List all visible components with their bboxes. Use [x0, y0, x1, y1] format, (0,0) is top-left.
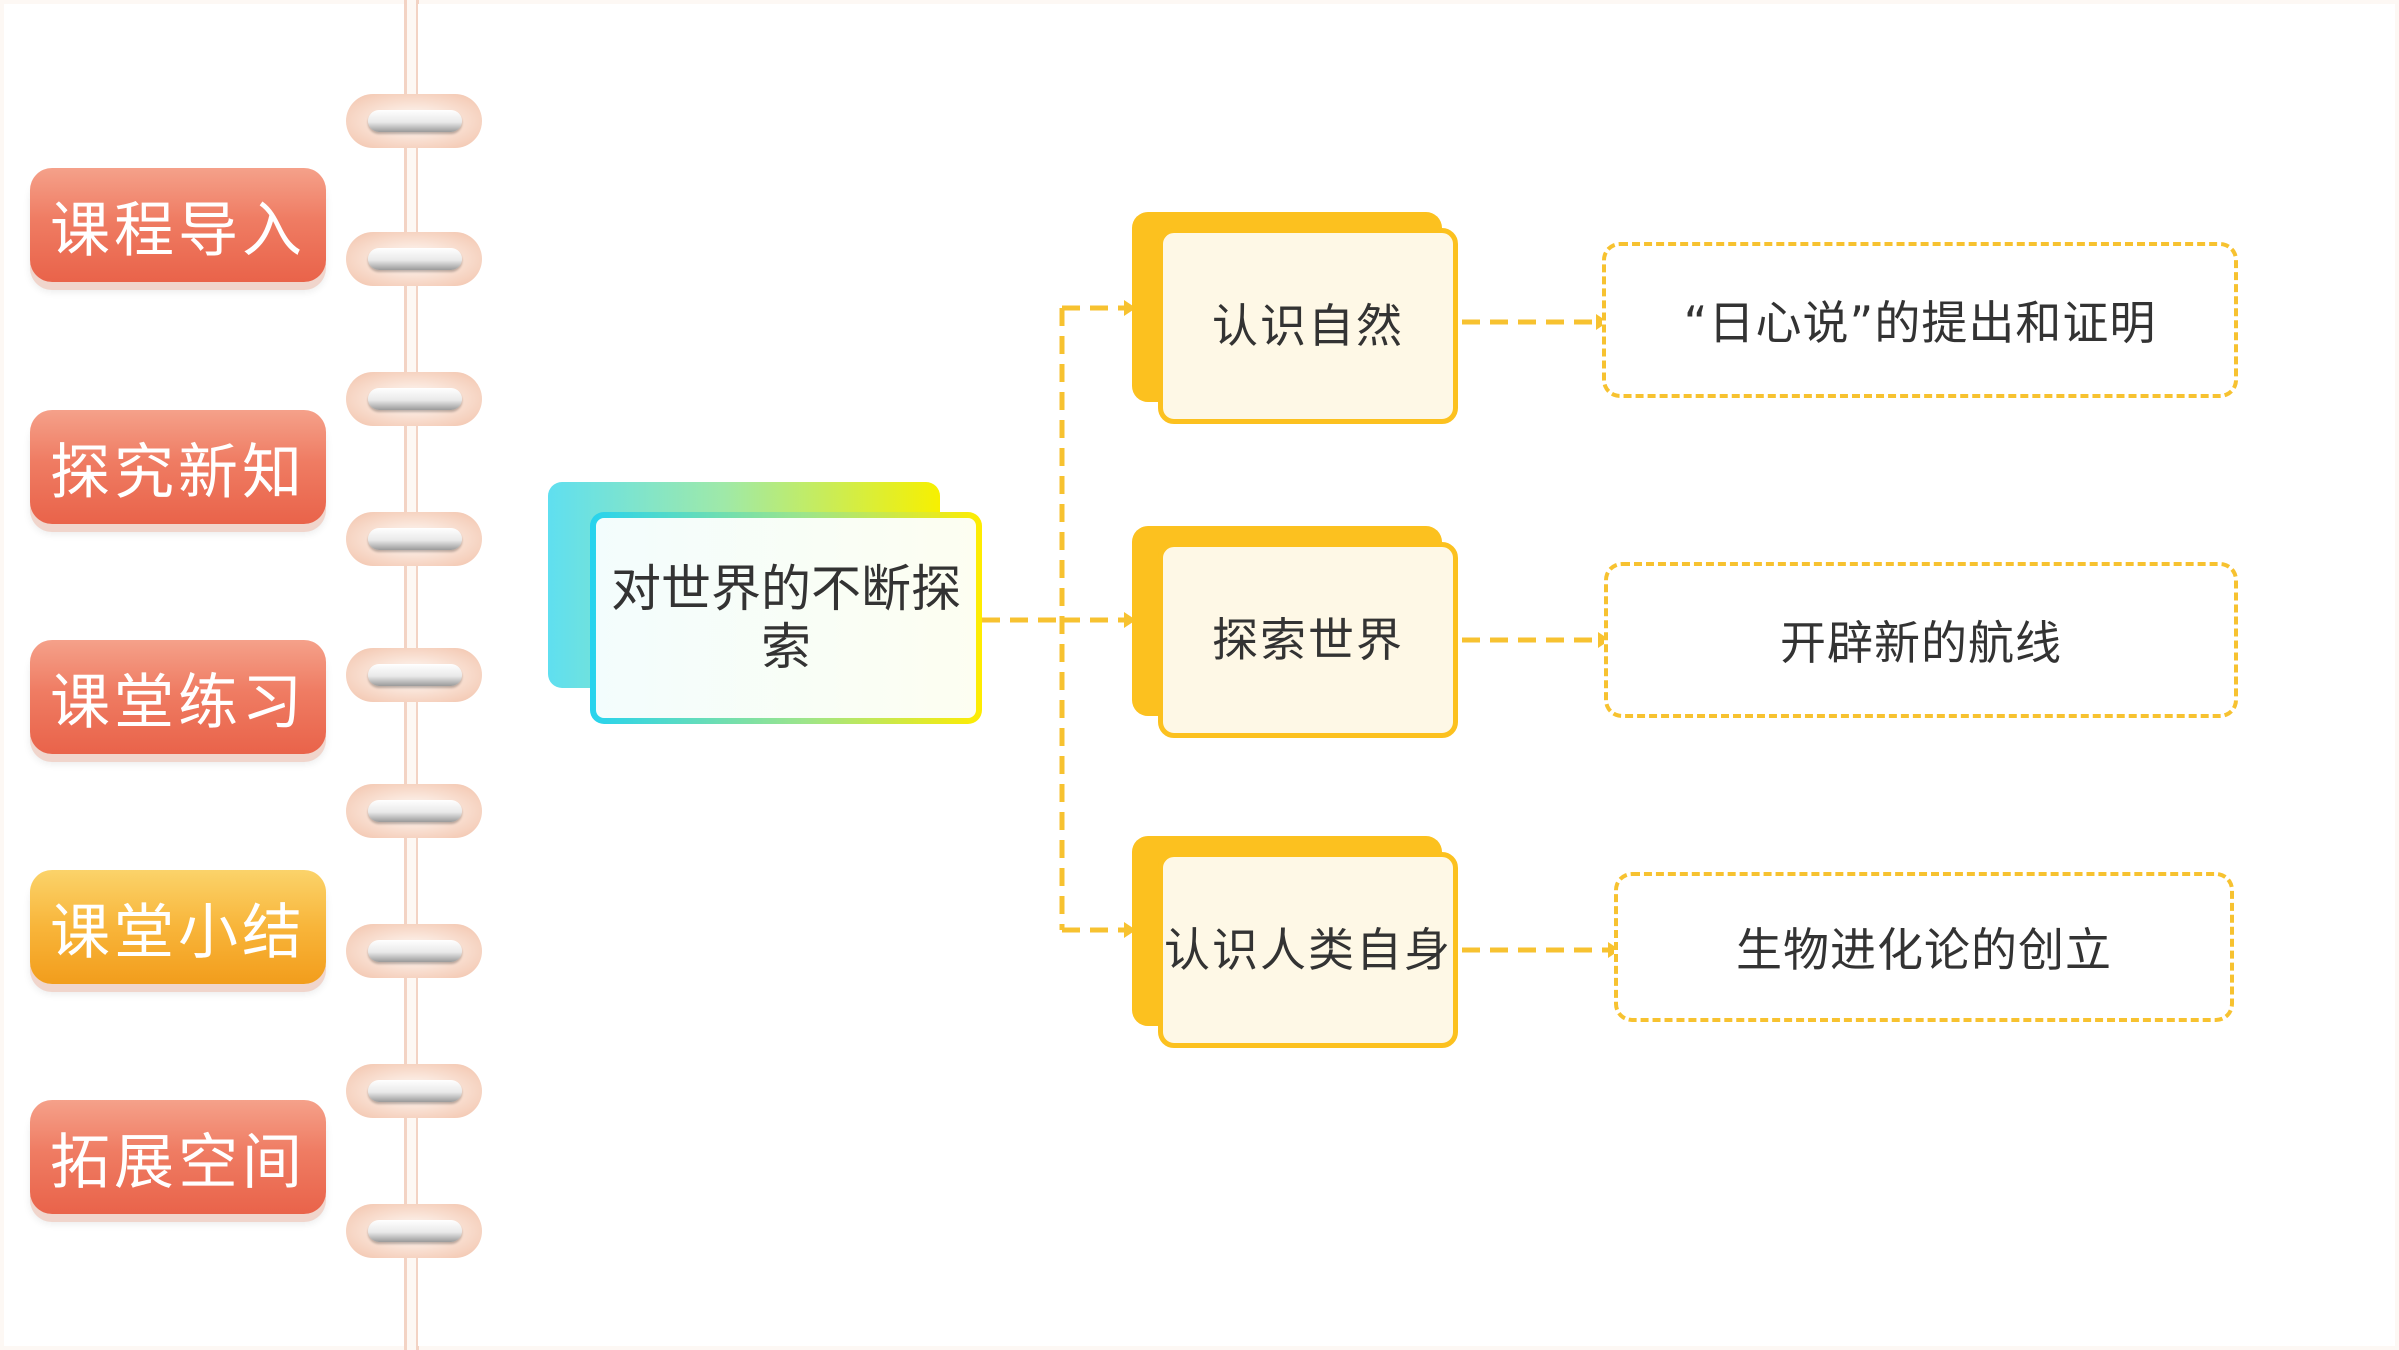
nav-button-course-intro[interactable]: 课程导入 [30, 168, 326, 282]
detail-node-evolution: 生物进化论的创立 [1614, 872, 2234, 1022]
detail-node-new-routes: 开辟新的航线 [1604, 562, 2238, 718]
nav-button-explore-new[interactable]: 探究新知 [30, 410, 326, 524]
binder-ring [346, 1204, 482, 1258]
binder-ring [346, 372, 482, 426]
detail-node-heliocentrism: “日心说”的提出和证明 [1602, 242, 2238, 398]
arrowhead [1124, 612, 1136, 628]
binder-ring [346, 1064, 482, 1118]
binder-ring [346, 784, 482, 838]
arrowhead [1124, 300, 1136, 316]
nav-button-class-summary[interactable]: 课堂小结 [30, 870, 326, 984]
binder-ring [346, 924, 482, 978]
branch-node-world: 探索世界 [1158, 542, 1458, 738]
binder-ring [346, 232, 482, 286]
branch-node-human: 认识人类自身 [1158, 852, 1458, 1048]
nav-button-extension[interactable]: 拓展空间 [30, 1100, 326, 1214]
binder-ring [346, 512, 482, 566]
binder-ring [346, 94, 482, 148]
root-node: 对世界的不断探索 [590, 512, 982, 724]
branch-node-nature: 认识自然 [1158, 228, 1458, 424]
nav-button-class-practice[interactable]: 课堂练习 [30, 640, 326, 754]
arrowhead [1124, 922, 1136, 938]
binder-ring [346, 648, 482, 702]
